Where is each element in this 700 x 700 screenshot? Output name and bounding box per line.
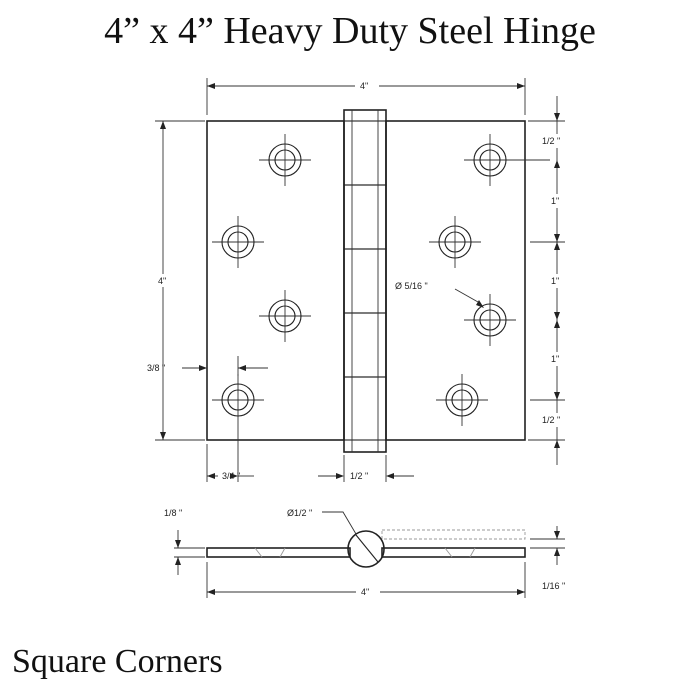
screw-hole bbox=[212, 374, 264, 426]
top-margin-label: 1/2 " bbox=[542, 136, 560, 146]
page-title: 4” x 4” Heavy Duty Steel Hinge bbox=[104, 10, 596, 52]
hole-spacing-2-label: 1" bbox=[551, 276, 559, 286]
screw-hole bbox=[464, 294, 516, 346]
hole-spacing-1-label: 1" bbox=[551, 196, 559, 206]
screw-holes-left bbox=[212, 134, 311, 426]
knuckle-column bbox=[343, 109, 387, 453]
open-leaf-outline bbox=[381, 529, 526, 540]
dim-right-chain: 1/2 " 1" 1" 1" 1/2 " bbox=[528, 96, 576, 465]
side-right-leaf bbox=[381, 547, 526, 558]
screw-hole bbox=[464, 134, 550, 186]
hinge-side-view: Ø1/2 " 1/8 " 1/16 " 4" bbox=[164, 508, 565, 598]
left-leaf bbox=[206, 120, 345, 441]
overall-width-label: 4" bbox=[360, 81, 368, 91]
screw-hole bbox=[429, 216, 481, 268]
screw-hole bbox=[436, 374, 488, 426]
edge-offset-vertical-label: 3/8 " bbox=[147, 363, 165, 373]
dim-overall-width: 4" bbox=[206, 78, 526, 115]
screw-hole bbox=[212, 216, 264, 268]
knuckle-width-label: 1/2 " bbox=[350, 471, 368, 481]
screw-hole bbox=[259, 290, 311, 342]
screw-hole bbox=[259, 134, 311, 186]
screw-holes-right bbox=[429, 134, 550, 426]
hole-diameter-leader bbox=[454, 288, 479, 303]
bottom-margin-label: 1/2 " bbox=[542, 415, 560, 425]
knuckle-diameter-label: Ø1/2 " bbox=[287, 508, 312, 518]
side-width-label: 4" bbox=[361, 587, 369, 597]
hole-spacing-3-label: 1" bbox=[551, 354, 559, 364]
side-thickness-label: 1/8 " bbox=[164, 508, 182, 518]
hinge-front-view: Ø 5/16 " bbox=[206, 109, 550, 453]
dim-edge-offset-vertical: 3/8 " bbox=[147, 356, 268, 376]
dim-overall-height: 4" bbox=[155, 120, 205, 441]
overall-height-label: 4" bbox=[158, 276, 166, 286]
footer-caption: Square Corners bbox=[12, 643, 223, 680]
knuckle-circle bbox=[347, 530, 385, 568]
side-left-leaf bbox=[206, 547, 351, 558]
dim-bottom-row: 3/4 " 1/2 " bbox=[206, 426, 414, 482]
hole-diameter-label: Ø 5/16 " bbox=[395, 281, 428, 291]
leaf-thickness-label: 1/16 " bbox=[542, 581, 565, 591]
